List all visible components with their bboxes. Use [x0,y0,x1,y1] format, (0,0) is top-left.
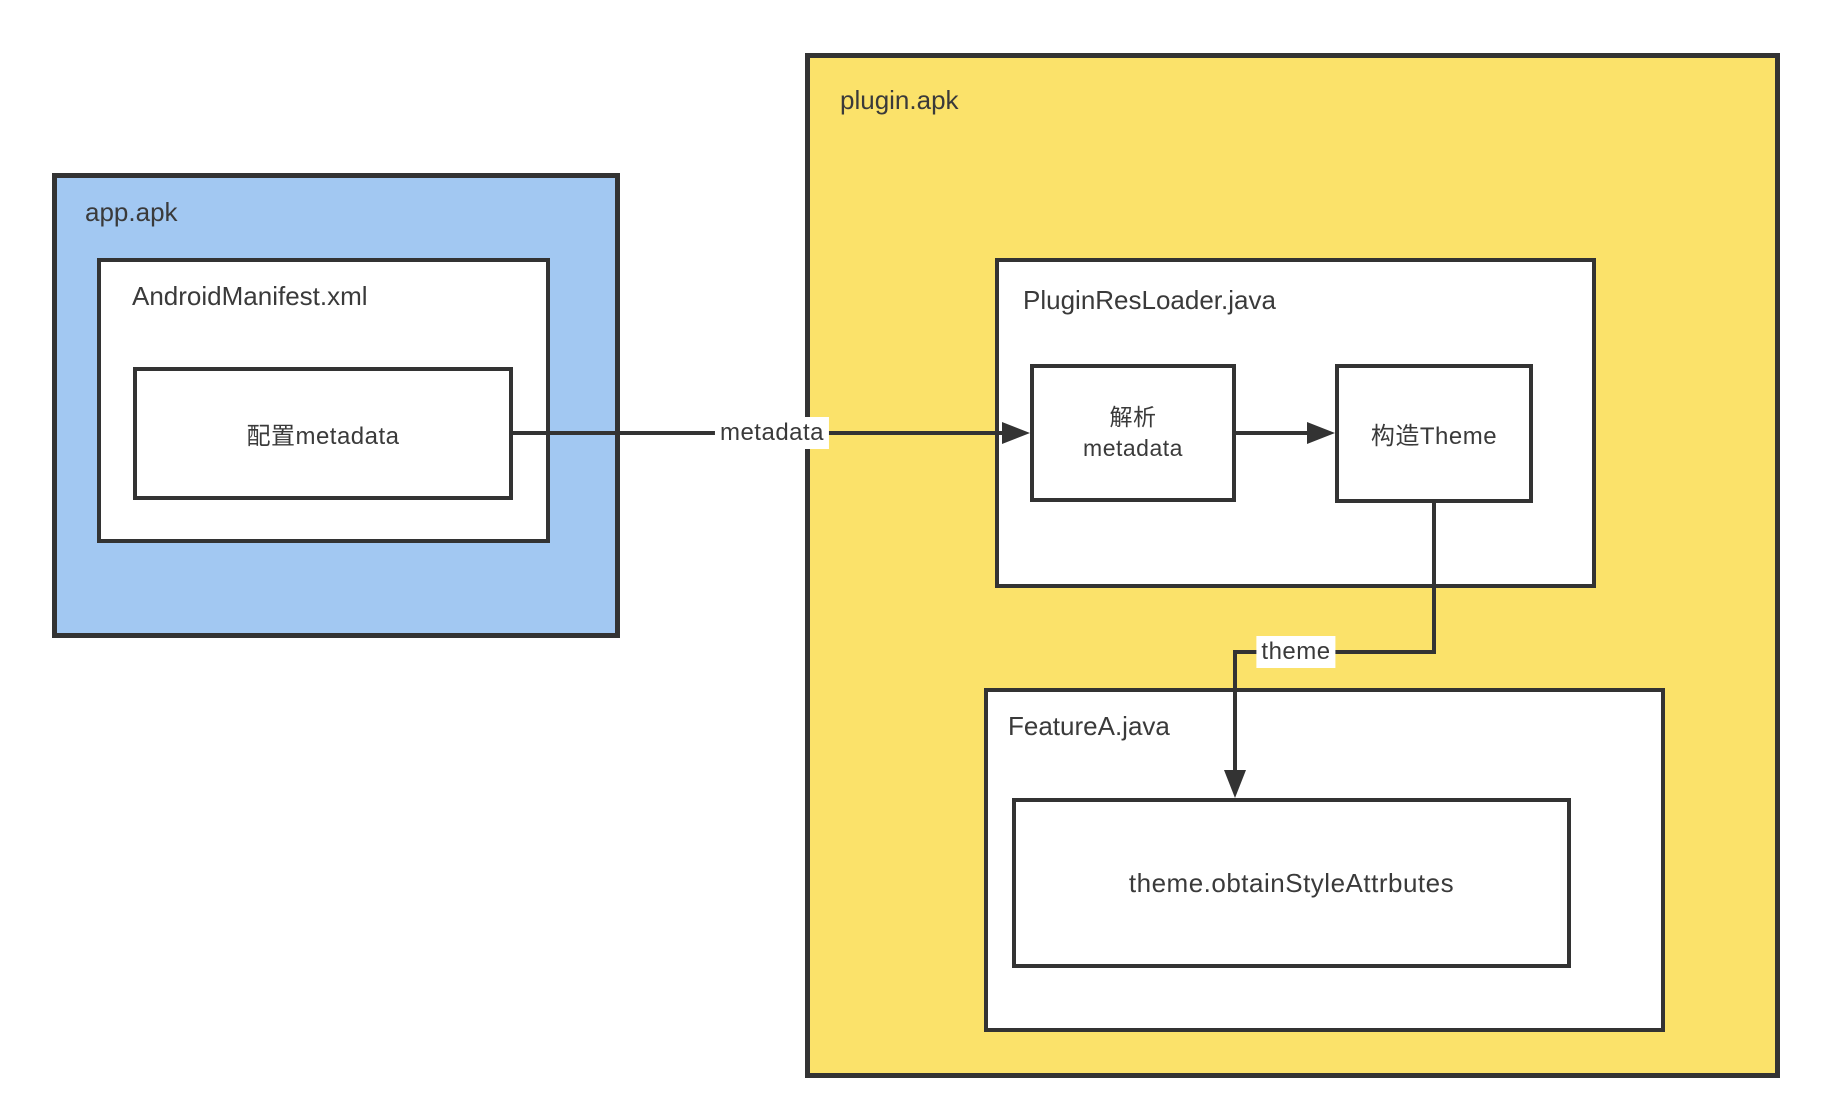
config-metadata-box: 配置metadata [133,367,513,500]
construct-theme-box: 构造Theme [1335,364,1533,503]
theme-edge-label: theme [1256,636,1336,668]
metadata-edge-label: metadata [714,417,830,449]
plugin-res-loader-label: PluginResLoader.java [1023,285,1276,315]
obtain-style-box: theme.obtainStyleAttrbutes [1012,798,1571,968]
parse-metadata-box: 解析 metadata [1030,364,1236,502]
android-manifest-label: AndroidManifest.xml [132,281,368,311]
obtain-style-label: theme.obtainStyleAttrbutes [1128,867,1455,898]
plugin-apk-label: plugin.apk [840,85,959,115]
feature-a-label: FeatureA.java [1008,711,1170,741]
config-metadata-label: 配置metadata [246,423,400,450]
construct-theme-label: 构造Theme [1370,423,1498,450]
parse-metadata-label: 解析 metadata [1083,403,1183,461]
app-apk-label: app.apk [85,197,178,227]
